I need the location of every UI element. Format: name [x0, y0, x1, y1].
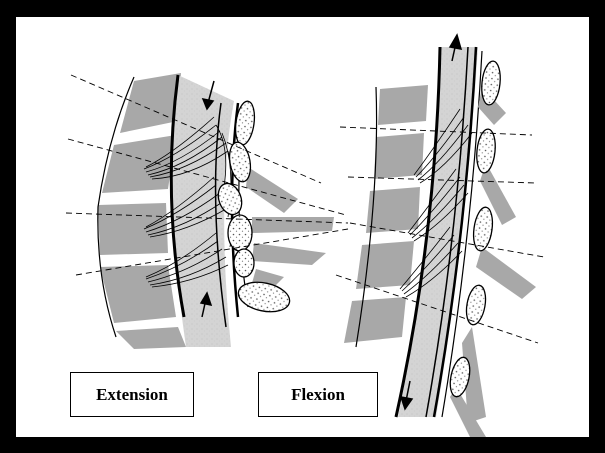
flexion-label: Flexion: [258, 372, 378, 417]
extension-spinous-processes: [246, 167, 334, 289]
figure-panel: Extension Flexion: [16, 17, 589, 437]
extension-label: Extension: [70, 372, 194, 417]
extension-diagram: [66, 73, 348, 349]
flexion-vertebral-bodies: [344, 85, 428, 343]
